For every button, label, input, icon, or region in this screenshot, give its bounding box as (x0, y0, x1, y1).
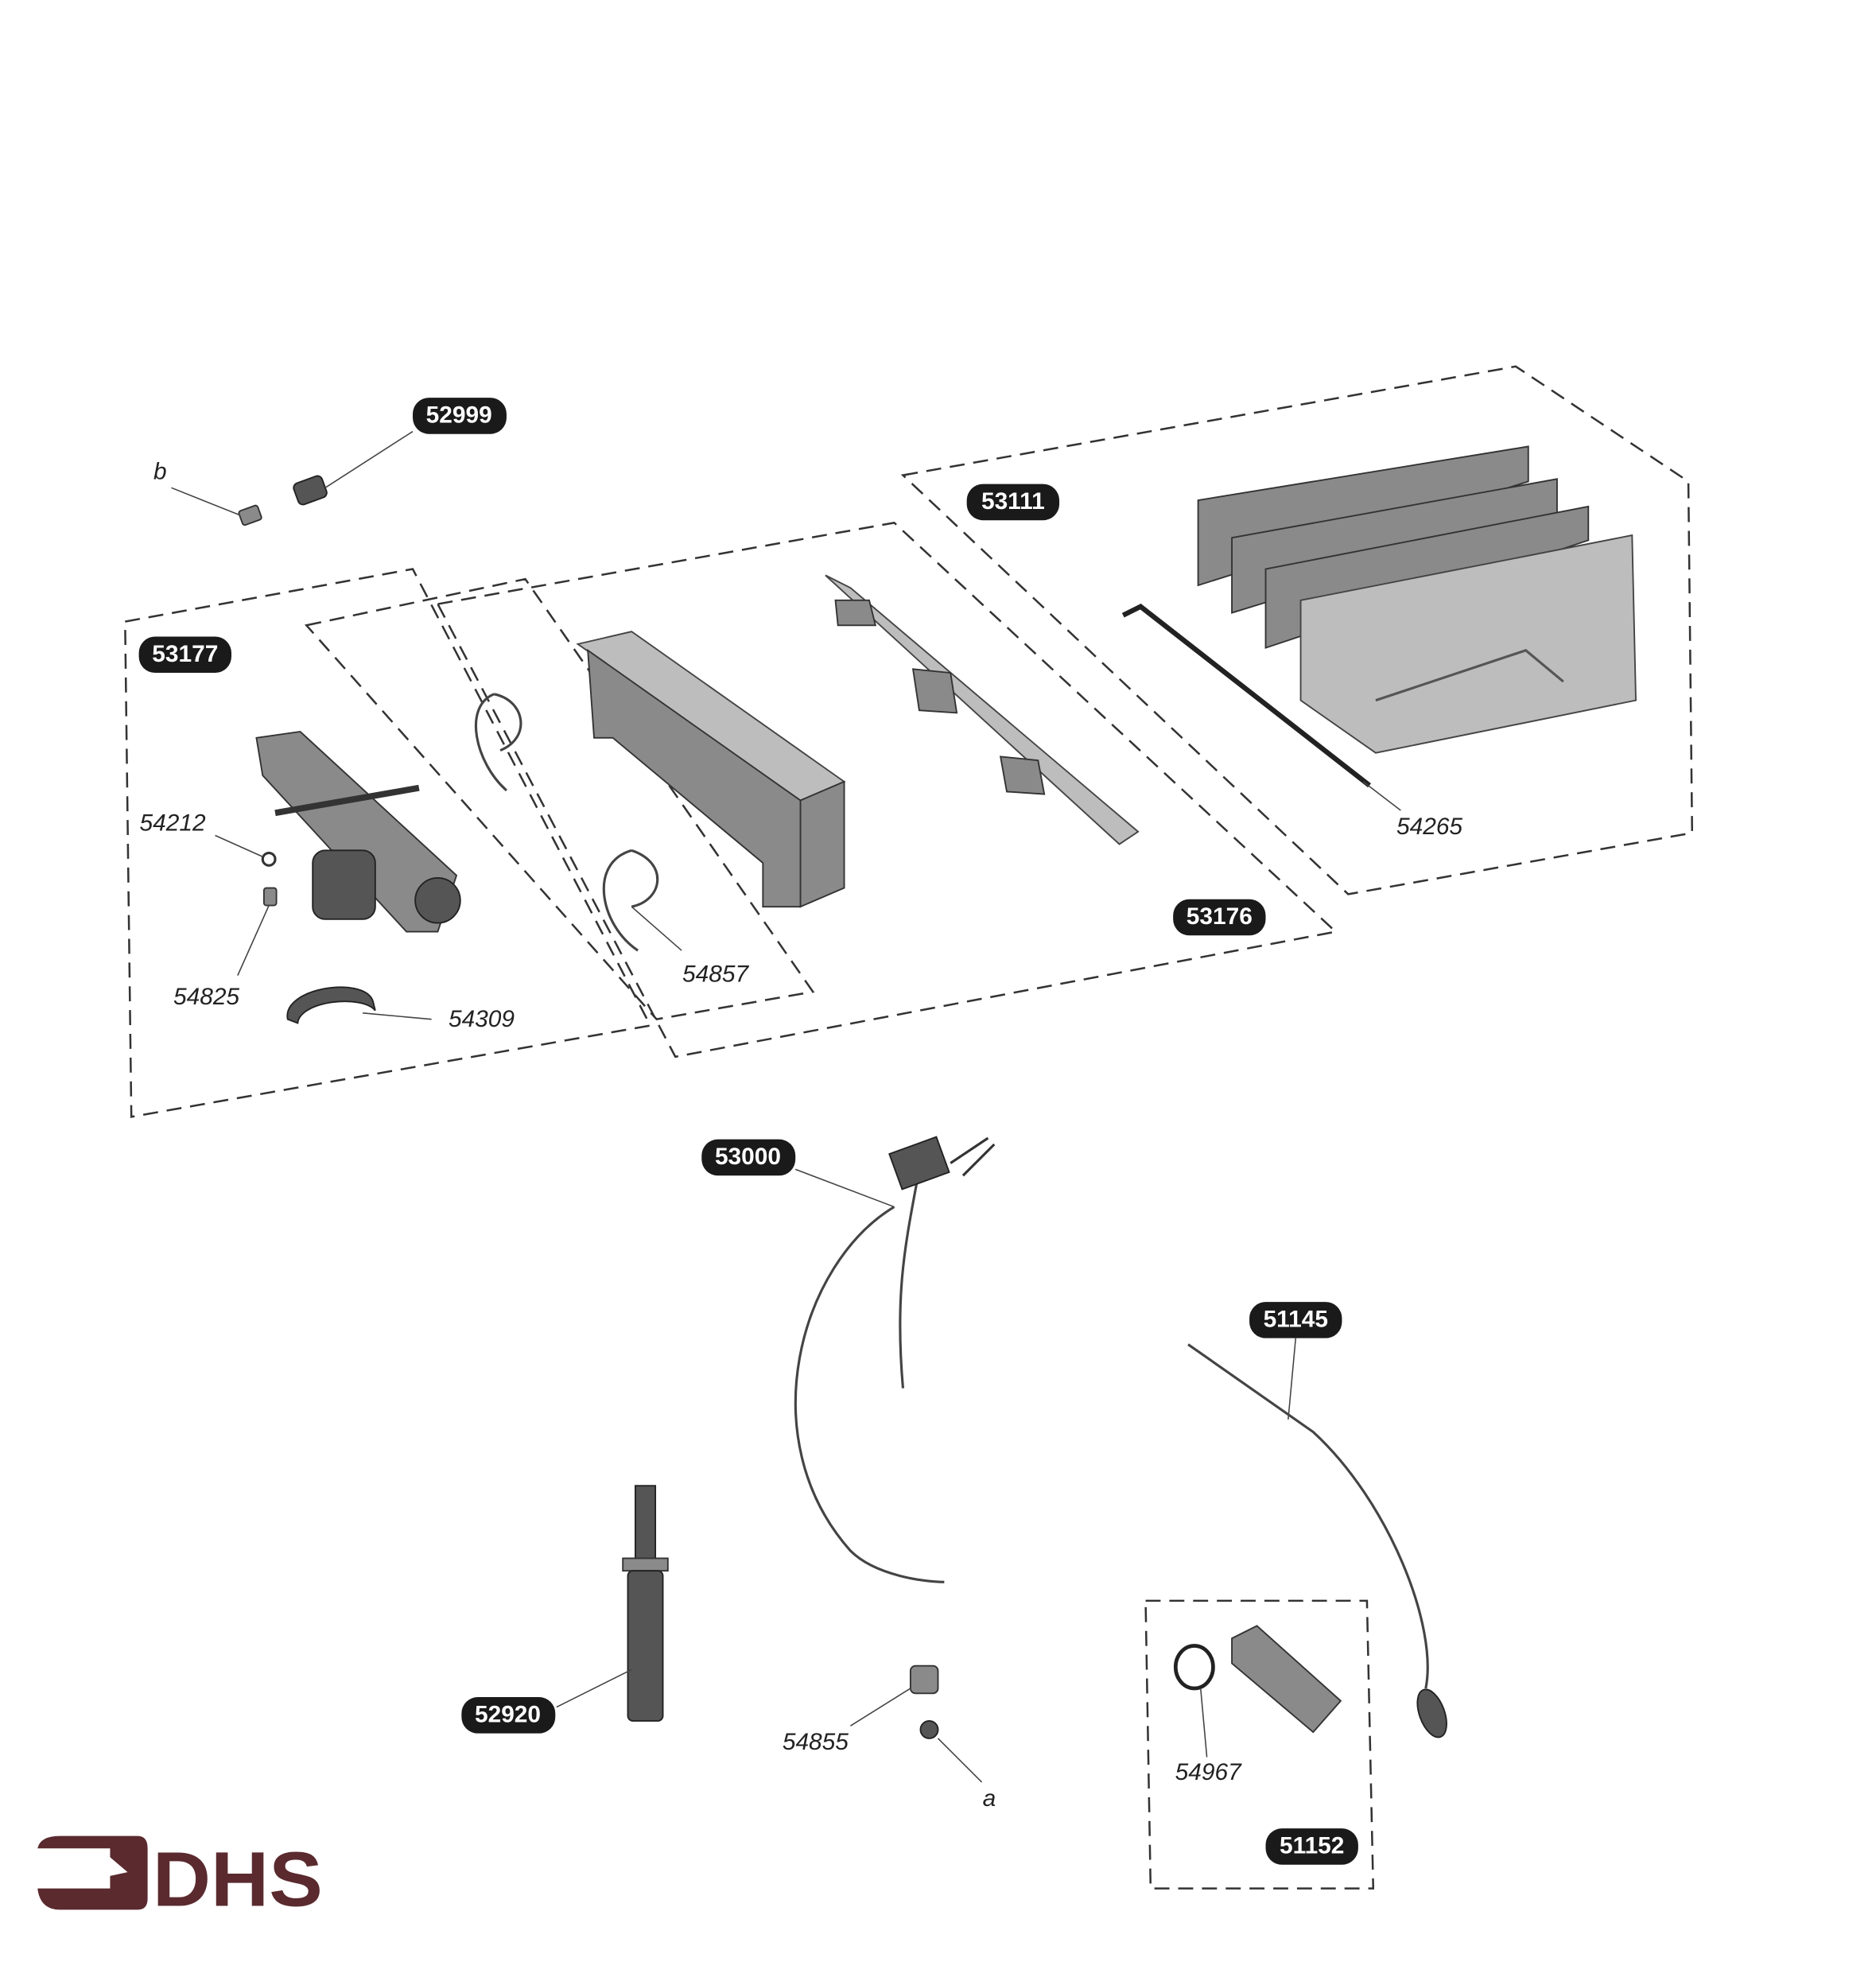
badge-52999: 52999 (413, 398, 507, 434)
label-54309: 54309 (449, 1006, 515, 1032)
part-54967-oring (1173, 1644, 1215, 1691)
dhs-logo-arrow-mark (37, 1835, 148, 1910)
badge-53111: 53111 (966, 484, 1060, 521)
part-injector-rail (825, 574, 1140, 845)
part-51145-thermocouple (1187, 1343, 1447, 1738)
part-53000-pilot-assembly (794, 1136, 996, 1583)
group-box-53176 (436, 521, 1338, 1058)
badge-51145: 51145 (1249, 1302, 1342, 1338)
badge-53000: 53000 (701, 1139, 796, 1176)
part-53177-gas-manifold (255, 730, 461, 933)
badge-53177-text: 53177 (152, 641, 218, 667)
part-b-nut (238, 504, 262, 526)
part-54309-clamp (286, 986, 376, 1024)
label-b: b (153, 458, 167, 484)
dhs-logo: DHS (37, 1835, 323, 1923)
leader-lines (171, 430, 1401, 1783)
part-52999-sleeve (293, 475, 328, 506)
badge-53177: 53177 (138, 636, 231, 674)
group-box-53177 (124, 568, 652, 1118)
badge-53176: 53176 (1173, 899, 1266, 936)
dhs-logo-text: DHS (153, 1836, 323, 1923)
part-a-ferrule (919, 1719, 939, 1739)
part-53111-burner-assembly (1197, 445, 1637, 754)
label-54857: 54857 (682, 961, 749, 988)
part-51152-adapter (1231, 1625, 1342, 1734)
badge-53176-text: 53176 (1187, 903, 1253, 930)
part-54212-oring (261, 851, 277, 867)
badge-52920: 52920 (461, 1697, 556, 1734)
badge-51152: 51152 (1265, 1828, 1358, 1865)
label-54967: 54967 (1175, 1759, 1242, 1785)
badge-53000-text: 53000 (715, 1144, 781, 1170)
group-box-54857 (304, 577, 815, 1021)
part-54857-clip-bottom (602, 849, 659, 952)
label-54212: 54212 (140, 810, 206, 836)
label-54855: 54855 (783, 1729, 849, 1755)
label-54825: 54825 (173, 984, 239, 1010)
part-54857-clip-top (474, 693, 522, 792)
badge-52999-text: 52999 (426, 402, 492, 429)
badge-52920-text: 52920 (475, 1702, 541, 1728)
part-54855-nut (909, 1664, 939, 1695)
part-52920-shaft (622, 1485, 669, 1722)
badge-51145-text: 51145 (1264, 1307, 1328, 1333)
badge-53111-text: 53111 (981, 488, 1045, 515)
part-burner-bracket (576, 631, 846, 908)
group-box-51152 (1144, 1599, 1375, 1890)
badge-51152-text: 51152 (1280, 1833, 1344, 1859)
label-a: a (983, 1785, 996, 1812)
part-54825-screw (262, 887, 278, 907)
part-54265-rod (1121, 604, 1371, 788)
group-box-53111 (900, 365, 1694, 895)
label-54265: 54265 (1396, 814, 1462, 840)
